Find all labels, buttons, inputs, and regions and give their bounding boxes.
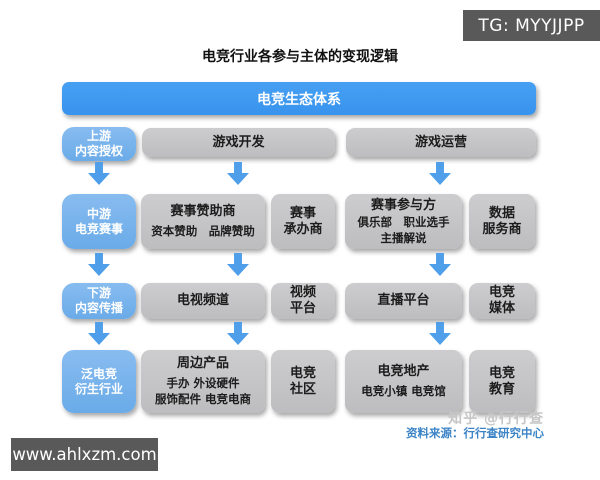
node-label: 游戏开发 [212, 134, 265, 150]
node-event-participants: 赛事参与方 俱乐部 职业选手 主播解说 [345, 194, 462, 249]
node-event-sponsors: 赛事赞助商 资本赞助 品牌赞助 [141, 194, 265, 249]
stage-line: 内容传播 [74, 301, 123, 315]
down-arrow-icon [227, 162, 249, 185]
node-label: 赛事参与方 [370, 197, 436, 213]
node-label: 电竞地产 [377, 364, 430, 379]
node-peripheral-products: 周边产品 手办 外设硬件 服饰配件 电竞电商 [141, 350, 265, 413]
node-label: 直播平台 [377, 293, 430, 308]
node-sublabel: 资本赞助 品牌赞助 [151, 224, 255, 238]
node-label: 电视频道 [176, 293, 229, 308]
stage-line: 泛电竞 [80, 366, 117, 381]
node-label: 服务商 [482, 221, 522, 237]
node-esports-community: 电竞 社区 [271, 350, 335, 413]
down-arrow-icon [429, 162, 451, 185]
node-video-platform: 视频 平台 [271, 283, 335, 319]
node-esports-media: 电竞 媒体 [469, 283, 535, 319]
down-arrow-icon [88, 322, 110, 345]
node-game-operation: 游戏运营 [346, 128, 536, 157]
down-arrow-icon [227, 253, 249, 276]
data-source-credit: 资料来源：行行查研究中心 [406, 426, 544, 440]
node-esports-education: 电竞 教育 [469, 350, 535, 413]
down-arrow-icon [227, 322, 249, 345]
banner-label: 电竞生态体系 [257, 91, 341, 108]
stage-pan-esports-derivative-industries: 泛电竞 衍生行业 [62, 350, 136, 413]
stage-line: 中游 [86, 206, 111, 221]
stage-line: 内容授权 [74, 144, 123, 158]
node-sublabel: 主播解说 [380, 230, 427, 245]
node-esports-real-estate: 电竞地产 电竞小镇 电竞馆 [345, 350, 462, 413]
zhihu-watermark: 知乎 @行行查 [448, 411, 544, 427]
telegram-watermark-label: TG: MYYJJPP [478, 15, 585, 36]
node-label: 视频 [289, 285, 316, 300]
down-arrow-icon [429, 322, 451, 345]
down-arrow-icon [88, 162, 110, 185]
stage-line: 衍生行业 [74, 381, 123, 396]
site-url-label: www.ahlxzm.com [12, 445, 157, 464]
node-event-organizer: 赛事 承办商 [271, 194, 335, 249]
node-label: 社区 [289, 381, 316, 397]
stage-midstream-esports-events: 中游 电竞赛事 [62, 194, 136, 249]
down-arrow-icon [429, 253, 451, 276]
node-tv-channel: 电视频道 [141, 283, 265, 319]
node-sublabel: 手办 外设硬件 [166, 376, 240, 390]
node-game-development: 游戏开发 [142, 128, 335, 157]
node-label: 数据 [488, 205, 515, 221]
node-label: 平台 [289, 301, 316, 316]
site-url-badge: www.ahlxzm.com [11, 438, 158, 471]
stage-line: 电竞赛事 [74, 221, 123, 236]
stage-line: 上游 [86, 129, 111, 143]
node-sublabel: 俱乐部 职业选手 [357, 214, 450, 229]
node-label: 电竞 [289, 365, 316, 381]
node-label: 教育 [488, 381, 515, 397]
node-label: 电竞 [488, 285, 515, 300]
node-label: 承办商 [283, 221, 323, 237]
banner-esports-ecosystem: 电竞生态体系 [62, 82, 536, 115]
node-label: 赛事 [289, 205, 316, 221]
down-arrow-icon [88, 253, 110, 276]
node-live-streaming-platform: 直播平台 [345, 283, 462, 319]
node-sublabel: 服饰配件 电竞电商 [154, 392, 251, 406]
node-data-service-provider: 数据 服务商 [469, 194, 535, 249]
page-title: 电竞行业各参与主体的变现逻辑 [202, 49, 398, 65]
stage-downstream-content-distribution: 下游 内容传播 [62, 283, 136, 319]
node-label: 游戏运营 [414, 134, 467, 150]
stage-upstream-content-licensing: 上游 内容授权 [62, 127, 136, 161]
node-sublabel: 电竞小镇 电竞馆 [361, 384, 446, 398]
node-label: 媒体 [488, 301, 515, 316]
stage-line: 下游 [86, 286, 111, 300]
node-label: 电竞 [488, 365, 515, 381]
telegram-watermark-badge: TG: MYYJJPP [463, 10, 600, 41]
node-label: 赛事赞助商 [170, 204, 236, 219]
node-label: 周边产品 [176, 356, 229, 371]
